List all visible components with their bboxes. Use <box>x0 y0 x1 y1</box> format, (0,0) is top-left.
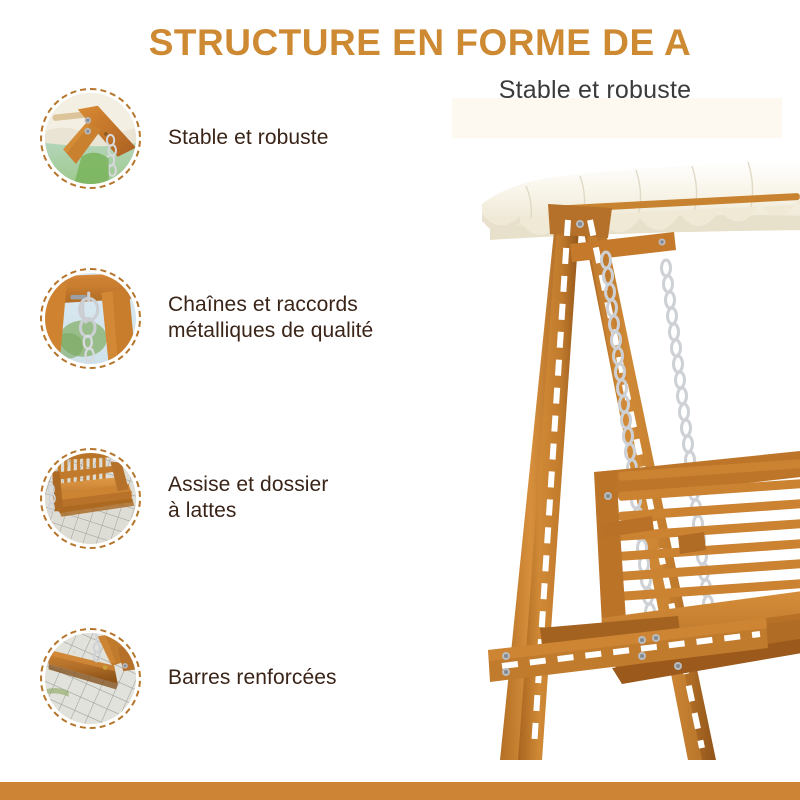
subtitle-background-band <box>452 98 782 138</box>
feature-item-4: Barres renforcées <box>40 627 510 729</box>
page-title: STRUCTURE EN FORME DE A <box>148 22 692 63</box>
feature-thumbnail-4 <box>40 627 141 729</box>
dashed-ring-3 <box>40 447 141 549</box>
footer-accent-bar <box>0 782 800 800</box>
dashed-ring-2 <box>40 267 141 369</box>
dashed-ring-1 <box>40 87 141 189</box>
dashed-ring-4 <box>40 627 141 729</box>
wooden-a-frame-porch-swing <box>430 120 800 770</box>
feature-label-1: Stable et robuste <box>168 125 329 149</box>
feature-thumbnail-3 <box>40 447 141 549</box>
feature-item-2: Chaînes et raccords métalliques de quali… <box>40 267 510 369</box>
feature-item-3: Assise et dossier à lattes <box>40 447 510 549</box>
feature-thumbnail-1 <box>40 87 141 189</box>
feature-label-4: Barres renforcées <box>168 665 337 689</box>
feature-label-2: Chaînes et raccords métalliques de quali… <box>168 292 374 342</box>
feature-thumbnail-2 <box>40 267 141 369</box>
page-subtitle: Stable et robuste <box>498 76 692 104</box>
feature-item-1: Stable et robuste <box>40 87 510 189</box>
feature-label-3: Assise et dossier à lattes <box>168 472 329 522</box>
